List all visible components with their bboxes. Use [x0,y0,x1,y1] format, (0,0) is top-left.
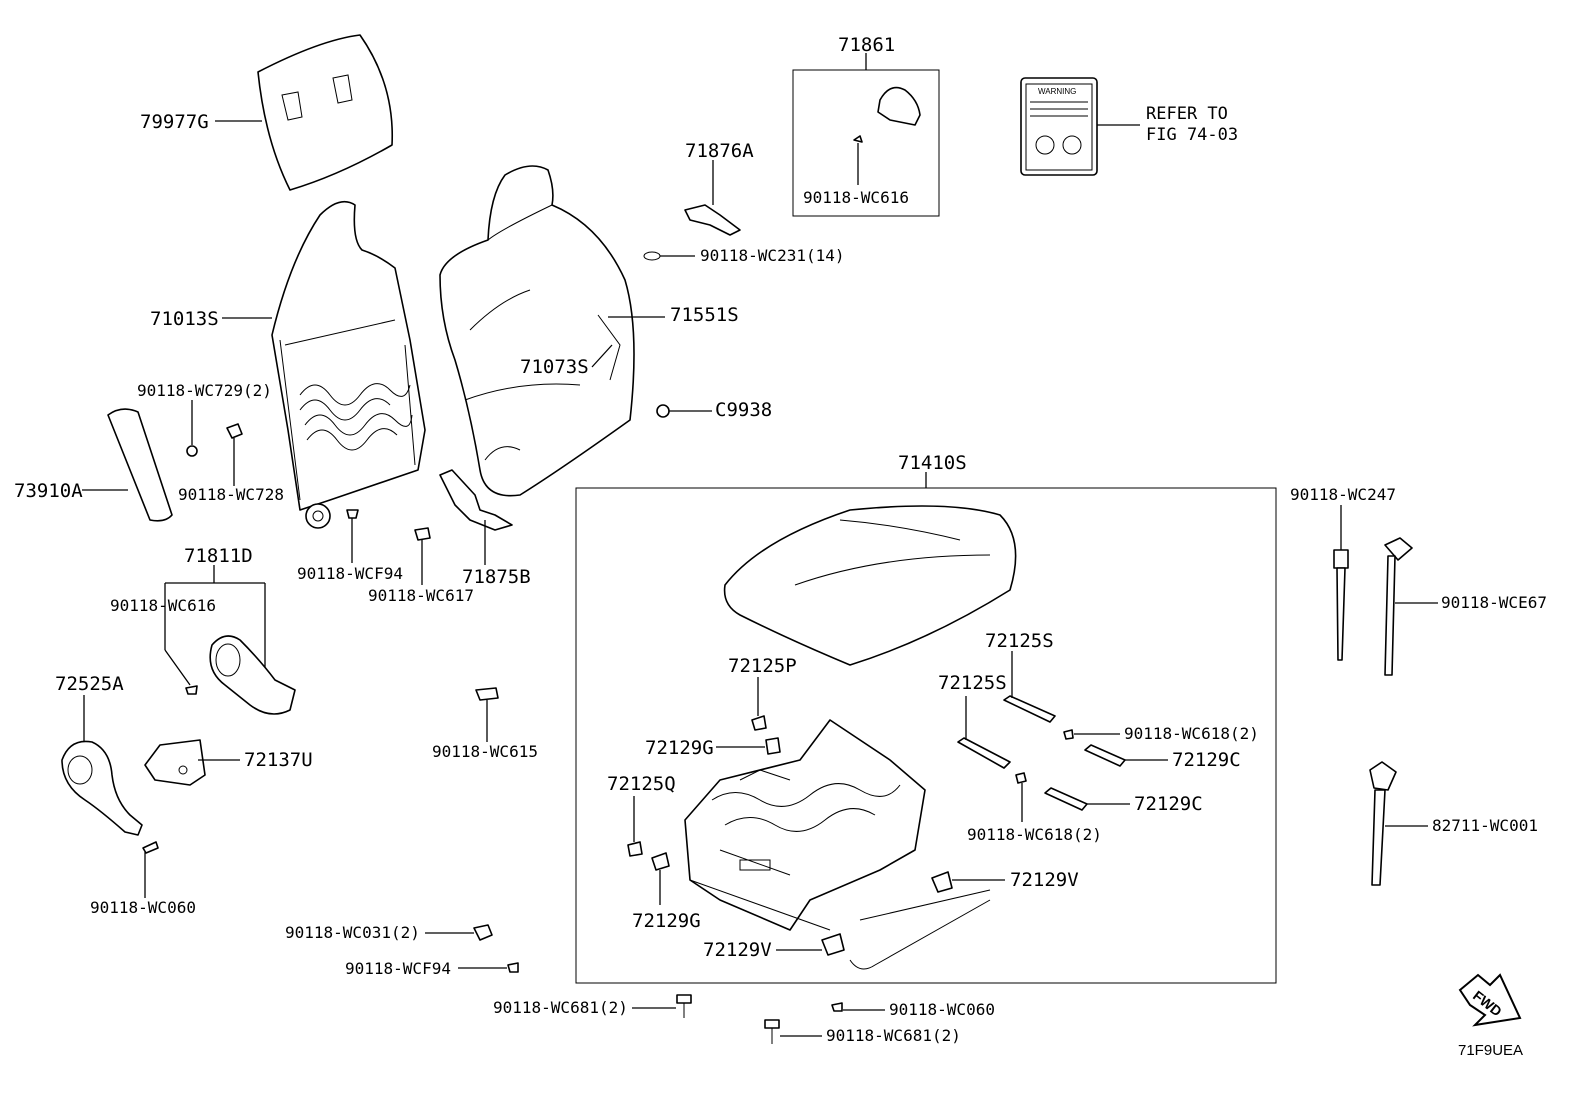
guide-icon [931,871,953,893]
part-label-90118-WCF94-upper[interactable]: 90118-WCF94 [297,564,403,583]
strip-icon [1044,787,1088,811]
part-label-90118-WC681-2-left[interactable]: 90118-WC681(2) [493,998,628,1017]
part-label-90118-WC060-left[interactable]: 90118-WC060 [90,898,196,917]
part-label-90118-WC617[interactable]: 90118-WC617 [368,586,474,605]
bracket-illustration [684,204,741,236]
seatback-frame-illustration [271,200,426,529]
part-label-90118-WC728[interactable]: 90118-WC728 [178,485,284,504]
bolt-icon [507,962,519,973]
lever-bracket-illustration [144,739,206,786]
part-label-71811D[interactable]: 71811D [184,545,253,567]
part-label-72129V-right[interactable]: 72129V [1010,869,1079,891]
part-label-71013S[interactable]: 71013S [150,308,219,330]
part-label-90118-WCE67[interactable]: 90118-WCE67 [1441,593,1547,612]
clip-icon [627,841,643,857]
part-label-79977G[interactable]: 79977G [140,111,209,133]
screw-icon [853,135,863,143]
leader-90118-WC616-left [164,649,191,686]
part-label-73910A[interactable]: 73910A [14,480,83,502]
part-label-72129G-lower[interactable]: 72129G [632,910,701,932]
clip-icon [226,423,243,439]
part-label-71073S[interactable]: 71073S [520,356,589,378]
diagram-code: 71F9UEA [1458,1042,1523,1059]
part-label-82711-WC001[interactable]: 82711-WC001 [1432,816,1538,835]
strip-icon [957,737,1011,769]
grommet-icon [656,404,670,418]
part-label-C9938[interactable]: C9938 [715,399,772,421]
part-label-71551S[interactable]: 71551S [670,304,739,326]
side-shield-illustration [107,408,173,522]
clip-icon [475,687,499,701]
warning-text: WARNING [1038,87,1076,96]
part-label-72525A[interactable]: 72525A [55,673,124,695]
cable-tie-illustration [1333,549,1349,661]
warning-label-illustration: WARNING [1020,77,1098,176]
bolt-icon [764,1019,780,1044]
part-label-90118-WC616-left[interactable]: 90118-WC616 [110,596,216,615]
recliner-cover-illustration [877,86,921,126]
part-label-71875B[interactable]: 71875B [462,566,531,588]
refer-line-1[interactable]: REFER TO [1146,104,1228,124]
part-label-90118-WC060-bottom[interactable]: 90118-WC060 [889,1000,995,1019]
screw-icon [831,1002,843,1012]
part-label-90118-WCF94-lower[interactable]: 90118-WCF94 [345,959,451,978]
guide-icon [821,933,845,956]
cable-tie-illustration [1384,537,1413,676]
bolt-icon [346,509,359,519]
part-label-90118-WC729-2[interactable]: 90118-WC729(2) [137,381,272,400]
bolt-icon [676,994,692,1018]
part-label-90118-WC615[interactable]: 90118-WC615 [432,742,538,761]
part-label-90118-WC681-2-right[interactable]: 90118-WC681(2) [826,1026,961,1045]
clip-icon [1063,729,1074,740]
recliner-cover-illustration [209,635,296,715]
part-label-72125S-upper[interactable]: 72125S [985,630,1054,652]
leader-71073S [591,344,613,368]
part-label-72125P[interactable]: 72125P [728,655,797,677]
part-label-71876A[interactable]: 71876A [685,140,754,162]
part-label-72129C-upper[interactable]: 72129C [1172,749,1241,771]
cap-icon [765,737,781,755]
part-label-90118-WC247[interactable]: 90118-WC247 [1290,485,1396,504]
cable-tie-illustration [1369,761,1397,886]
nut-icon [186,445,198,457]
bracket-illustration [439,469,513,531]
strip-icon [1084,744,1126,767]
strip-icon [1003,695,1056,723]
part-label-72129V-lower[interactable]: 72129V [703,939,772,961]
ring-icon [643,251,661,261]
part-label-90118-WC231-14[interactable]: 90118-WC231(14) [700,246,845,265]
part-label-90118-WC618-2-lower[interactable]: 90118-WC618(2) [967,825,1102,844]
clip-icon [1015,772,1027,784]
part-label-72125S-lower[interactable]: 72125S [938,672,1007,694]
part-label-71861[interactable]: 71861 [838,34,895,56]
bolt-icon [414,527,431,541]
cap-icon [651,852,670,871]
seatback-cushion-illustration [439,165,635,497]
recliner-handle-illustration [61,740,143,836]
clip-icon [751,715,767,731]
part-label-72129G-upper[interactable]: 72129G [645,737,714,759]
part-label-90118-WC616-box[interactable]: 90118-WC616 [803,188,909,207]
headrest-cover-illustration [257,34,394,191]
screw-icon [142,841,159,854]
part-label-90118-WC618-2-upper[interactable]: 90118-WC618(2) [1124,724,1259,743]
seat-cushion-frame-illustration [684,719,991,970]
part-label-72125Q[interactable]: 72125Q [607,773,676,795]
part-label-72129C-lower[interactable]: 72129C [1134,793,1203,815]
part-label-90118-WC031-2[interactable]: 90118-WC031(2) [285,923,420,942]
refer-line-2[interactable]: FIG 74-03 [1146,125,1238,145]
bolt-icon [473,924,493,941]
part-label-72137U[interactable]: 72137U [244,749,313,771]
part-label-71410S[interactable]: 71410S [898,452,967,474]
screw-icon [185,685,198,695]
fwd-arrow-icon: FWD [1458,973,1522,1027]
seat-cushion-illustration [723,505,1017,666]
